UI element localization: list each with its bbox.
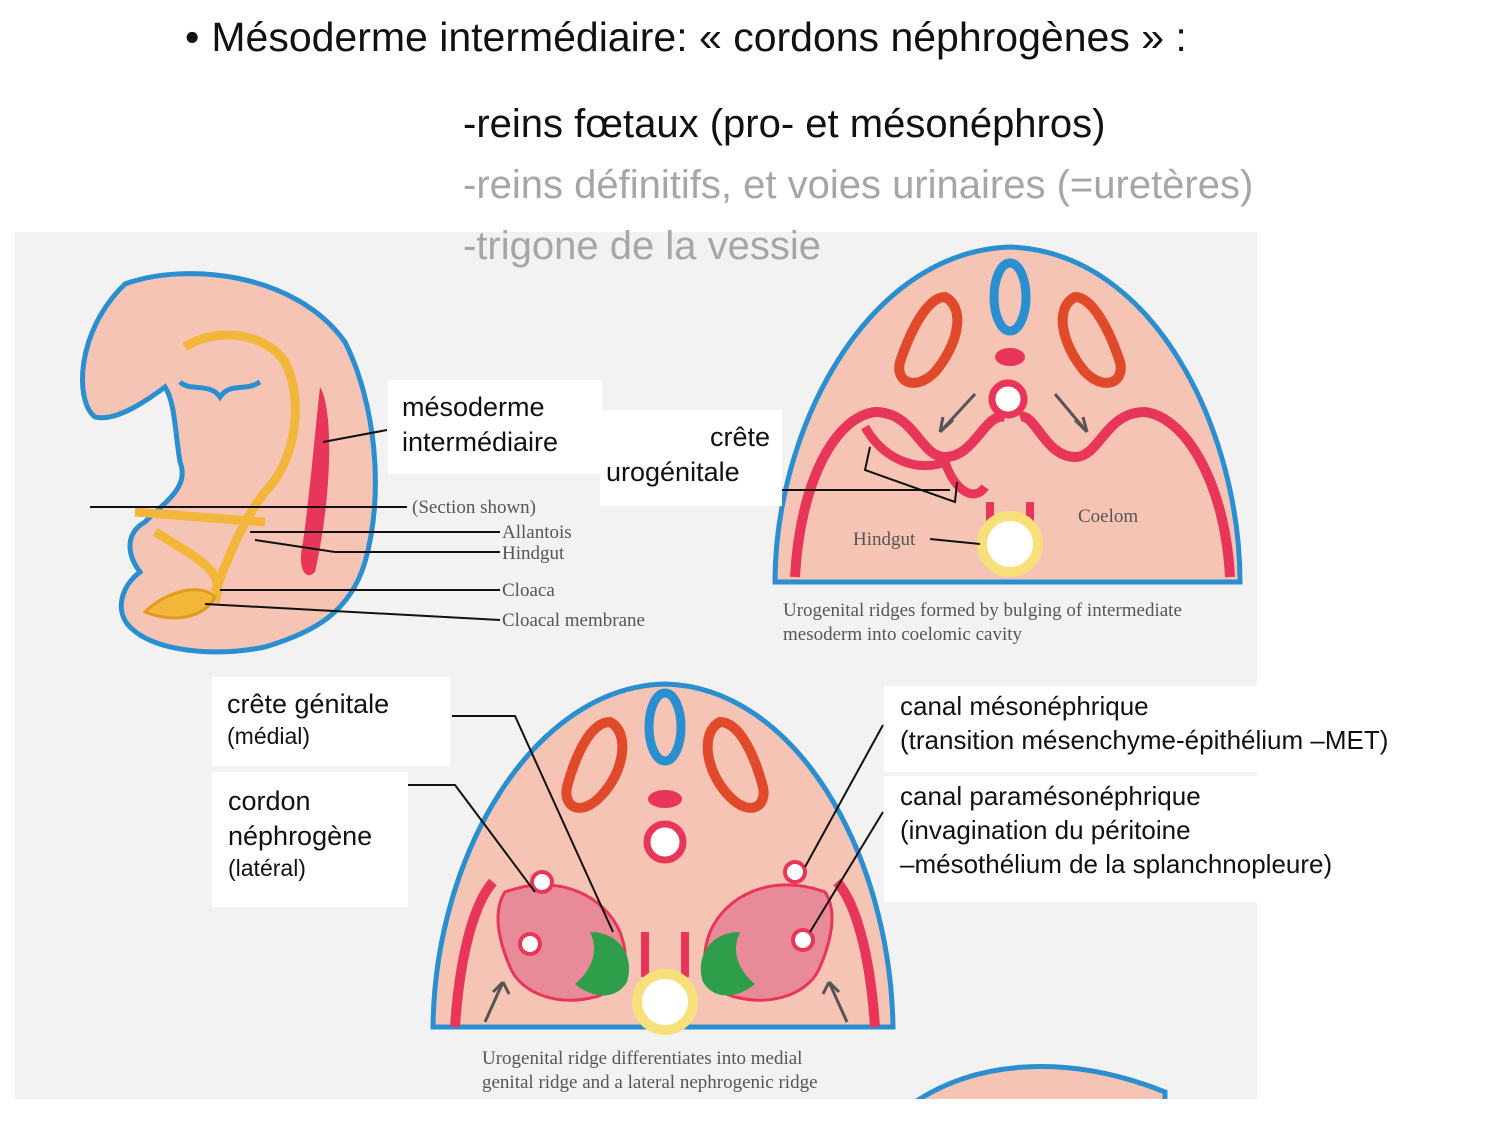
bottom-aorta xyxy=(643,820,687,864)
label-cordon-nephrogene: cordon néphrogène (latéral) xyxy=(212,772,408,907)
bottom-notochord xyxy=(648,790,682,808)
section-shown-text: (Section shown) xyxy=(412,497,536,518)
right-paramesonephric-duct xyxy=(791,928,815,952)
left-mesonephric-duct xyxy=(530,870,554,894)
hindgut-label-2: Hindgut xyxy=(853,529,916,550)
canal-meso-line: canal mésonéphrique xyxy=(900,691,1149,721)
item-trigone: -trigone de la vessie xyxy=(463,224,821,268)
cross-section-top: Hindgut Coelom Urogenital ridges formed … xyxy=(772,244,1243,645)
caption-bottom-line1: Urogenital ridge differentiates into med… xyxy=(482,1048,802,1069)
right-somite xyxy=(1057,291,1126,388)
bottom-left-arrow xyxy=(483,980,511,1023)
crete-line2: urogénitale xyxy=(606,457,740,488)
caption-top-line1: Urogenital ridges formed by bulging of i… xyxy=(783,600,1182,621)
bottom-hindgut-section xyxy=(632,969,698,1035)
label-crete-genitale: crête génitale (médial) xyxy=(212,677,450,766)
caption-bottom-line2: genital ridge and a lateral nephrogenic … xyxy=(482,1072,818,1093)
amnion-line xyxy=(178,379,262,402)
crete-genitale-line: crête génitale xyxy=(227,689,390,719)
item-reins-definitifs: -reins définitifs, et voies urinaires (=… xyxy=(463,163,1254,207)
cordon-line2: néphrogène xyxy=(228,821,373,852)
title-text: Mésoderme intermédiaire: « cordons néphr… xyxy=(211,14,1187,60)
urogenital-ridge-left xyxy=(861,424,989,499)
bottom-mesentery xyxy=(641,932,689,977)
cordon-line1: cordon xyxy=(228,786,311,816)
slide-title: •Mésoderme intermédiaire: « cordons néph… xyxy=(185,14,1187,61)
gut-tube xyxy=(134,330,300,604)
cross-section-bottom: Urogenital ridge differentiates into med… xyxy=(408,681,896,1093)
left-somite xyxy=(894,291,963,388)
coelom-label: Coelom xyxy=(1078,506,1138,527)
cloacal-membrane-text: Cloacal membrane xyxy=(502,610,645,631)
partial-section-bottom-right xyxy=(915,1064,1168,1099)
mesoderme-line1: mésoderme xyxy=(402,392,545,422)
cloaca xyxy=(142,588,217,620)
bottom-coelom-lining xyxy=(450,878,880,1028)
canal-para-line: canal paramésonéphrique xyxy=(900,781,1201,811)
label-canal-paramesonephrique: canal paramésonéphrique (invagination du… xyxy=(884,776,1430,902)
figure-drawing: (Section shown) Allantois Hindgut Cloaca… xyxy=(80,244,1243,1099)
bottom-right-somite xyxy=(702,716,769,813)
crete-genitale-sub: (médial) xyxy=(227,723,311,750)
bottom-left-somite xyxy=(561,716,628,813)
arrow-right xyxy=(1053,393,1089,434)
right-genital-ridge-green xyxy=(700,932,755,996)
coelom-lining xyxy=(790,406,1235,578)
hindgut-section xyxy=(977,511,1043,577)
right-mesonephric-duct xyxy=(783,860,807,884)
cordon-sub: (latéral) xyxy=(228,855,306,882)
title-bullet: • xyxy=(185,14,200,60)
notochord xyxy=(995,348,1025,366)
label-crete-urogenitale: crête urogénitale xyxy=(600,410,782,506)
mesoderme-line2: intermédiaire xyxy=(402,427,559,458)
embryo-sagittal: (Section shown) Allantois Hindgut Cloaca… xyxy=(80,271,645,655)
allantois-text: Allantois xyxy=(502,522,572,543)
item-reins-foetaux: -reins fœtaux (pro- et mésonéphros) xyxy=(463,102,1106,146)
label-canal-mesonephrique: canal mésonéphrique (transition mésenchy… xyxy=(884,686,1488,772)
canal-para-sub1: (invagination du péritoine xyxy=(900,814,1191,845)
embryology-figure: (Section shown) Allantois Hindgut Cloaca… xyxy=(15,232,1257,1099)
canal-meso-sub: (transition mésenchyme-épithélium –MET) xyxy=(900,724,1389,755)
crete-line1: crête xyxy=(709,422,770,452)
intermediate-mesoderm xyxy=(300,387,330,576)
arrow-left xyxy=(938,392,977,434)
left-paramesonephric-duct xyxy=(518,932,542,956)
bottom-right-arrow xyxy=(821,980,849,1023)
canal-para-sub2: –mésothélium de la splanchnopleure) xyxy=(900,848,1333,879)
embryo-body xyxy=(80,271,378,655)
bottom-neural-tube xyxy=(644,688,686,766)
hindgut-text: Hindgut xyxy=(502,543,565,564)
neural-tube xyxy=(989,258,1031,336)
cloaca-text: Cloaca xyxy=(502,580,555,601)
aorta xyxy=(988,379,1028,419)
left-genital-ridge-green xyxy=(575,932,630,996)
caption-top-line2: mesoderm into coelomic cavity xyxy=(783,624,1023,645)
label-mesoderme-intermediaire: mésoderme intermédiaire xyxy=(388,380,602,474)
